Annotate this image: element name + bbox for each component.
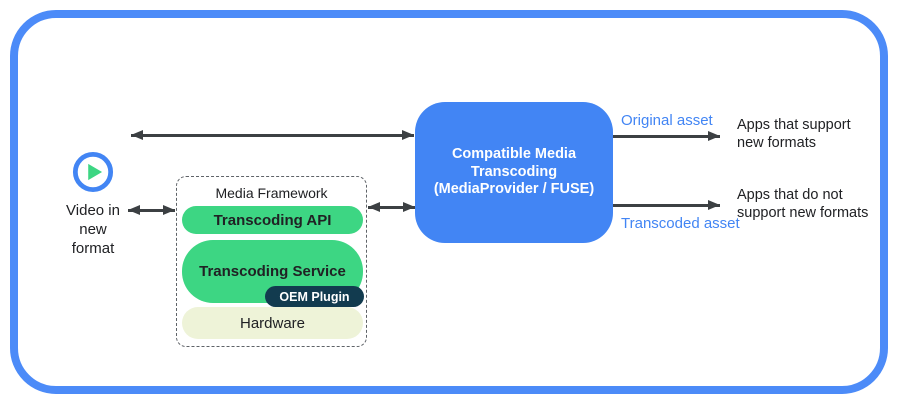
apps-support-new-formats-label: Apps that support new formats	[737, 117, 851, 151]
oem-plugin-pill: OEM Plugin	[265, 286, 364, 307]
arrow-video-framework	[128, 209, 175, 212]
video-source-label: Video in new format	[66, 202, 120, 257]
transcoding-api-pill: Transcoding API	[182, 206, 363, 234]
transcoded-asset-label: Transcoded asset	[621, 215, 740, 232]
arrow-original-asset	[613, 135, 720, 138]
original-asset-label: Original asset	[621, 112, 713, 129]
outer-border-frame	[10, 10, 888, 394]
media-framework-title: Media Framework	[215, 185, 328, 201]
arrow-framework-transcoding-box	[368, 206, 415, 209]
arrow-video-transcoding-box	[131, 134, 414, 137]
compatible-media-transcoding-box: Compatible Media Transcoding (MediaProvi…	[415, 102, 613, 243]
arrow-transcoded-asset	[613, 204, 720, 207]
play-icon	[72, 151, 114, 193]
hardware-pill: Hardware	[182, 307, 363, 339]
media-framework-box	[176, 176, 367, 347]
apps-not-support-new-formats-label: Apps that do not support new formats	[737, 187, 869, 221]
